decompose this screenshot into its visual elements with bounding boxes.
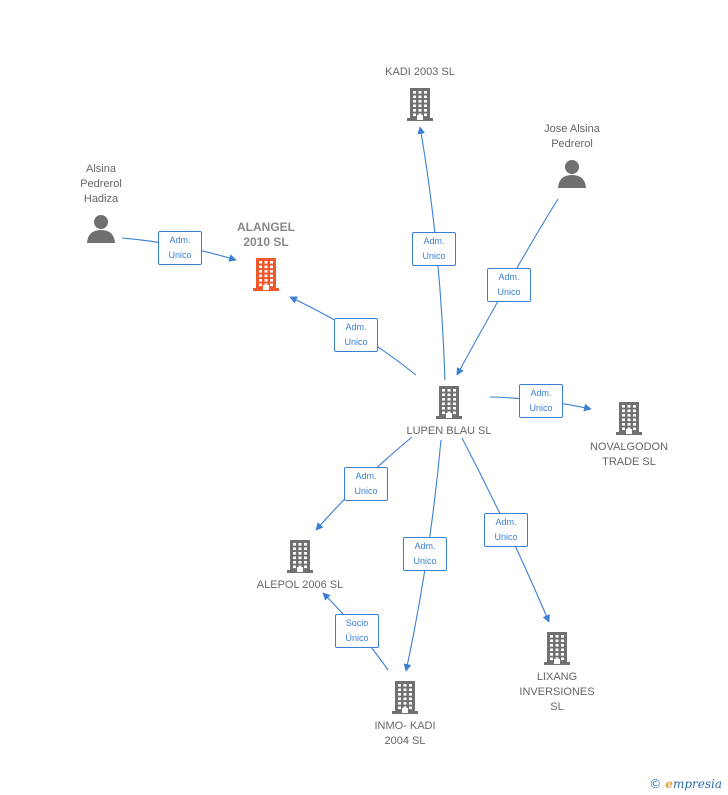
building-icon	[287, 540, 313, 573]
edge-label-lupen-lixang[interactable]: Adm. Unico	[484, 513, 528, 547]
node-icon-wrapper	[355, 679, 455, 715]
edge-label-lupen-alepol[interactable]: Adm. Unico	[344, 467, 388, 501]
edge-label-lupen-novalgodon[interactable]: Adm. Unico	[519, 384, 563, 418]
node-alepol[interactable]: ALEPOL 2006 SL	[245, 538, 355, 593]
node-inmokadi[interactable]: INMO- KADI 2004 SL	[355, 679, 455, 749]
node-icon-wrapper	[61, 213, 141, 243]
node-jose[interactable]: Jose Alsina Pedrerol	[522, 122, 622, 188]
node-icon-wrapper	[574, 400, 684, 436]
edge-label-lupen-kadi2003[interactable]: Adm. Unico	[412, 232, 456, 266]
person-icon	[87, 215, 115, 243]
node-label: Jose Alsina Pedrerol	[544, 123, 600, 150]
node-label: ALANGEL 2010 SL	[237, 220, 295, 249]
edge-label-alsina-alangel[interactable]: Adm. Unico	[158, 231, 202, 265]
edge-label-inmokadi-alepol[interactable]: Socio Único	[335, 614, 379, 648]
building-icon	[407, 88, 433, 121]
node-label: KADI 2003 SL	[385, 66, 455, 78]
building-icon	[392, 681, 418, 714]
node-label: LIXANG INVERSIONES SL	[519, 671, 595, 713]
copyright-symbol: ©	[649, 777, 662, 791]
edge-label-jose-lupen[interactable]: Adm. Unico	[487, 268, 531, 302]
building-icon	[253, 258, 279, 291]
node-label: NOVALGODON TRADE SL	[589, 441, 669, 468]
node-icon-wrapper	[221, 256, 311, 292]
edge-label-lupen-alangel[interactable]: Adm. Unico	[334, 318, 378, 352]
person-icon	[558, 160, 586, 188]
edge-label-lupen-inmokadi[interactable]: Adm. Unico	[403, 537, 447, 571]
node-novalgodon[interactable]: NOVALGODON TRADE SL	[574, 400, 684, 470]
building-icon	[616, 402, 642, 435]
building-icon	[436, 386, 462, 419]
node-icon-wrapper	[365, 86, 475, 122]
node-label: ALEPOL 2006 SL	[256, 579, 344, 591]
node-icon-wrapper	[522, 158, 622, 188]
node-kadi2003[interactable]: KADI 2003 SL	[365, 65, 475, 122]
node-alangel[interactable]: ALANGEL 2010 SL	[221, 220, 311, 292]
node-icon-wrapper	[389, 384, 509, 420]
node-label: Alsina Pedrerol Hadiza	[80, 163, 122, 205]
building-icon	[544, 632, 570, 665]
node-lixang[interactable]: LIXANG INVERSIONES SL	[507, 630, 607, 715]
node-label: INMO- KADI 2004 SL	[374, 720, 436, 747]
brand-name: mpresia	[672, 777, 722, 791]
node-icon-wrapper	[507, 630, 607, 666]
node-label: LUPEN BLAU SL	[406, 425, 492, 437]
node-lupen[interactable]: LUPEN BLAU SL	[389, 384, 509, 439]
empresia-logo[interactable]: ©empresia	[649, 777, 722, 791]
node-icon-wrapper	[245, 538, 355, 574]
node-alsina[interactable]: Alsina Pedrerol Hadiza	[61, 162, 141, 243]
brand-initial: e	[665, 777, 673, 791]
